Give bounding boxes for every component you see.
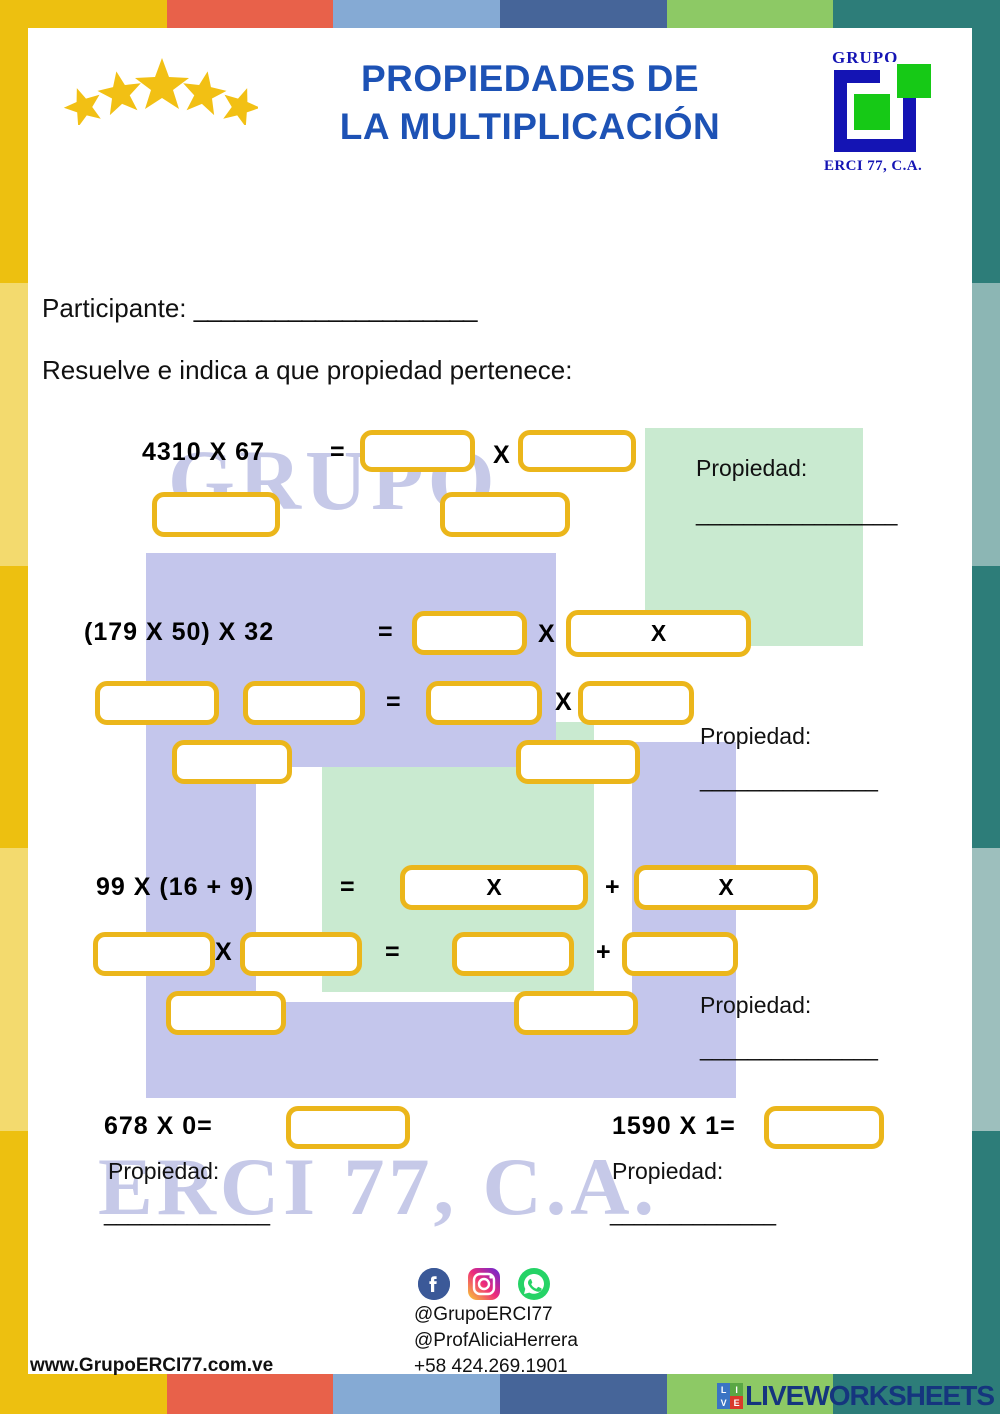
right-color-bar <box>972 0 1000 1414</box>
ex2-r2-box2[interactable] <box>243 681 365 725</box>
ex3-plus-sign-1: + <box>605 873 620 901</box>
ex2-r3-box1[interactable] <box>172 740 292 784</box>
frame-segment-2 <box>333 0 500 28</box>
liveworksheets-wordmark: LIVEWORKSHEETS <box>745 1380 995 1411</box>
ex2-equals-sign: = <box>378 618 393 646</box>
ex2-mult-sign-2: X <box>555 688 572 716</box>
ex3-r2-box4[interactable] <box>622 932 738 976</box>
erci-logo-bottom-text: ERCI 77, C.A. <box>824 158 923 174</box>
ex1-propiedad-line[interactable]: _________________ <box>696 500 897 526</box>
instagram-icon[interactable] <box>468 1268 500 1300</box>
frame-segment-4 <box>666 1374 834 1414</box>
participante-label: Participante: <box>42 293 187 323</box>
frame-segment-3 <box>0 848 28 1132</box>
lws-cell-2: V <box>717 1396 731 1409</box>
page-title-line1: PROPIEDADES DE <box>360 58 699 99</box>
ex3-equals-sign: = <box>340 873 355 901</box>
ex2-r2-box1[interactable] <box>95 681 219 725</box>
left-color-bar <box>0 0 28 1414</box>
contact-info: @GrupoERCI77 @ProfAliciaHerrera +58 424.… <box>414 1302 578 1380</box>
ex1-r1-box1[interactable] <box>360 430 475 472</box>
instruction-text: Resuelve e indica a que propiedad perten… <box>42 355 573 385</box>
liveworksheets-logo: L V I E LIVEWORKSHEETS <box>717 1380 995 1412</box>
lws-cell-1: I <box>730 1383 744 1396</box>
ex2-r1-box1[interactable] <box>412 611 527 655</box>
frame-segment-3 <box>972 848 1000 1132</box>
frame-segment-4 <box>972 1131 1000 1414</box>
phone-number: +58 424.269.1901 <box>414 1356 568 1377</box>
top-color-bar <box>0 0 1000 28</box>
frame-segment-0 <box>972 0 1000 283</box>
ex1-propiedad-label: Propiedad: <box>696 455 808 481</box>
ex2-r2-box3[interactable] <box>426 681 542 725</box>
ex3-r3-box1[interactable] <box>166 991 286 1035</box>
ex3-equals-sign-2: = <box>385 938 400 966</box>
ex1-equals-sign: = <box>330 438 345 466</box>
ex4b-propiedad-label: Propiedad: <box>612 1158 724 1184</box>
ex2-equals-sign-2: = <box>386 688 401 716</box>
ex2-r1-box2[interactable]: X <box>566 610 751 657</box>
frame-segment-1 <box>0 282 28 566</box>
frame-segment-1 <box>166 1374 334 1414</box>
ex4b-prompt: 1590 X 1= <box>612 1112 736 1140</box>
frame-segment-4 <box>666 0 834 28</box>
frame-segment-3 <box>499 1374 667 1414</box>
frame-segment-4 <box>0 1131 28 1414</box>
ex1-prompt: 4310 X 67 <box>142 438 265 466</box>
ex4a-prompt: 678 X 0= <box>104 1112 213 1140</box>
ex4b-propiedad-line[interactable]: ______________ <box>610 1200 776 1226</box>
erci-logo-green-square-inner <box>854 94 890 130</box>
bottom-color-bar <box>0 1374 1000 1414</box>
erci-logo-green-square-outer <box>897 64 931 98</box>
ex3-prompt: 99 X (16 + 9) <box>96 873 255 901</box>
stars-rating-decoration <box>58 55 261 127</box>
ex2-mult-sign-1: X <box>538 620 555 648</box>
ex4a-answer-box[interactable] <box>286 1106 410 1149</box>
handle-facebook: @GrupoERCI77 <box>414 1304 553 1325</box>
frame-segment-0 <box>0 0 28 283</box>
frame-segment-1 <box>166 0 334 28</box>
handle-instagram: @ProfAliciaHerrera <box>414 1330 578 1351</box>
ex4a-propiedad-line[interactable]: ______________ <box>104 1200 270 1226</box>
frame-segment-2 <box>0 565 28 849</box>
lws-cell-3: E <box>730 1396 744 1409</box>
ex3-r1-box1[interactable]: X <box>400 865 588 910</box>
ex3-propiedad-label: Propiedad: <box>700 992 812 1018</box>
ex3-mult-sign-1: X <box>215 938 232 966</box>
ex3-propiedad-line[interactable]: _______________ <box>700 1035 878 1061</box>
social-icons <box>418 1268 550 1300</box>
ex1-mult-sign-1: X <box>493 441 510 469</box>
erci-logo: GRUPO ERCI 77, C.A. <box>822 48 946 188</box>
ex3-r1-box2[interactable]: X <box>634 865 818 910</box>
liveworksheets-badge: L V I E <box>717 1383 744 1409</box>
whatsapp-icon[interactable] <box>518 1268 550 1300</box>
ex3-r2-box2[interactable] <box>240 932 362 976</box>
page-title: PROPIEDADES DE LA MULTIPLICACIÓN <box>300 55 760 151</box>
frame-segment-2 <box>972 565 1000 849</box>
ex1-r2-box1[interactable] <box>152 492 280 537</box>
ex3-plus-sign-2: + <box>596 938 611 966</box>
frame-segment-1 <box>972 282 1000 566</box>
page-title-line2: LA MULTIPLICACIÓN <box>339 106 721 147</box>
ex2-r2-box4[interactable] <box>578 681 694 725</box>
ex3-r3-box2[interactable] <box>514 991 638 1035</box>
ex2-prompt: (179 X 50) X 32 <box>84 618 275 646</box>
ex2-propiedad-line[interactable]: _______________ <box>700 766 878 792</box>
participante-row: Participante: _____________________ <box>42 293 478 324</box>
facebook-icon[interactable] <box>418 1268 450 1300</box>
ex1-r2-box2[interactable] <box>440 492 570 537</box>
ex2-propiedad-label: Propiedad: <box>700 723 812 749</box>
lws-cell-0: L <box>717 1383 731 1396</box>
website-url: www.GrupoERCI77.com.ve <box>30 1355 274 1376</box>
frame-segment-2 <box>333 1374 500 1414</box>
ex2-r3-box2[interactable] <box>516 740 640 784</box>
ex3-r2-box3[interactable] <box>452 932 574 976</box>
ex1-r1-box2[interactable] <box>518 430 636 472</box>
frame-segment-3 <box>499 0 667 28</box>
ex3-r2-box1[interactable] <box>93 932 215 976</box>
ex4a-propiedad-label: Propiedad: <box>108 1158 220 1184</box>
participante-input-line[interactable]: _____________________ <box>193 293 478 323</box>
ex4b-answer-box[interactable] <box>764 1106 884 1149</box>
